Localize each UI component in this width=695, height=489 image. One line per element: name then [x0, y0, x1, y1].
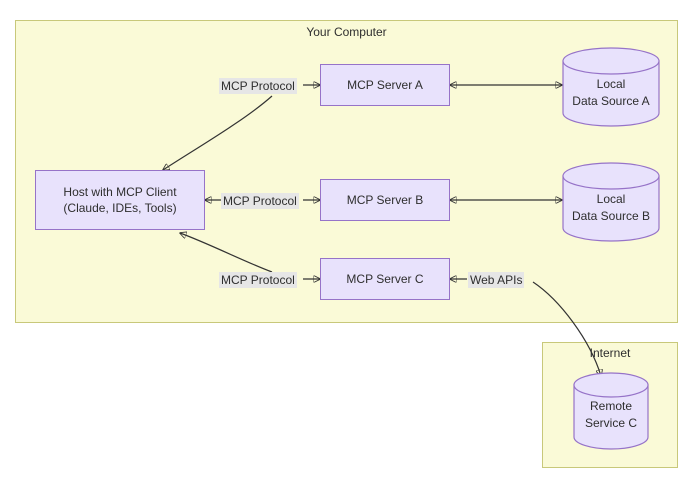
cylinder-shape-b	[562, 162, 660, 242]
node-mcp-server-c[interactable]: MCP Server C	[320, 258, 450, 300]
node-local-data-source-b[interactable]: Local Data Source B	[562, 161, 660, 243]
node-mcp-server-c-label: MCP Server C	[346, 271, 424, 286]
node-host-line2: (Claude, IDEs, Tools)	[63, 201, 177, 215]
node-host-text: Host with MCP Client (Claude, IDEs, Tool…	[63, 184, 176, 216]
edge-label-mcp-protocol-b: MCP Protocol	[221, 193, 299, 209]
edge-label-mcp-protocol-a: MCP Protocol	[219, 78, 297, 94]
group-internet-label: Internet	[589, 346, 631, 360]
node-mcp-server-b-label: MCP Server B	[346, 192, 424, 207]
group-your-computer-label: Your Computer	[306, 25, 387, 39]
cylinder-shape-remote-c	[573, 372, 649, 450]
node-host-with-mcp-client[interactable]: Host with MCP Client (Claude, IDEs, Tool…	[35, 170, 205, 230]
node-mcp-server-b[interactable]: MCP Server B	[320, 179, 450, 221]
node-host-line1: Host with MCP Client	[63, 184, 177, 199]
edge-label-web-apis: Web APIs	[468, 272, 525, 288]
node-mcp-server-a-label: MCP Server A	[347, 77, 423, 92]
node-local-data-source-a[interactable]: Local Data Source A	[562, 46, 660, 128]
node-remote-service-c[interactable]: Remote Service C	[573, 372, 649, 451]
cylinder-shape-a	[562, 47, 660, 127]
edge-label-mcp-protocol-c: MCP Protocol	[219, 272, 297, 288]
node-mcp-server-a[interactable]: MCP Server A	[320, 64, 450, 106]
